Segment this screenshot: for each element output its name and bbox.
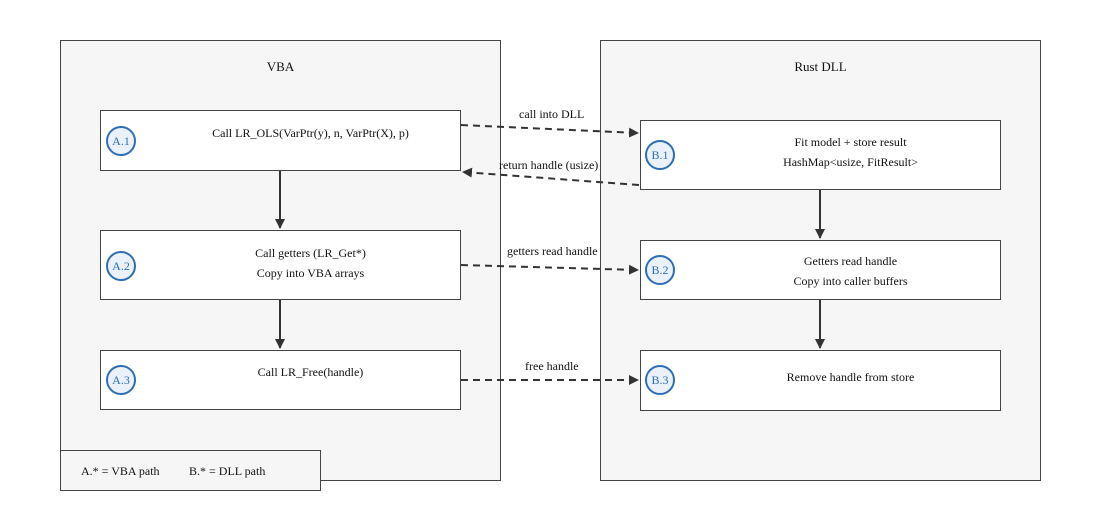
vba-lane-title: VBA — [266, 59, 295, 74]
node-b2-line1: Getters read handle — [803, 254, 898, 268]
node-a3-text: Call LR_Free(handle) — [257, 365, 364, 379]
badge-a2: A.2 — [106, 251, 136, 281]
legend-vba-path: A.* = VBA path — [81, 464, 160, 478]
node-b1-line1: Fit model + store result — [794, 135, 907, 149]
edge-label-free-handle: free handle — [525, 359, 579, 373]
node-a2: A.2 Call getters (LR_Get*) Copy into VBA… — [100, 230, 461, 300]
node-a1-text: Call LR_OLS(VarPtr(y), n, VarPtr(X), p) — [212, 126, 409, 140]
node-b3-text: Remove handle from store — [786, 370, 915, 384]
node-a2-line1: Call getters (LR_Get*) — [255, 246, 366, 260]
node-b2-line2: Copy into caller buffers — [793, 274, 908, 288]
node-b1-line2: HashMap<usize, FitResult> — [783, 155, 918, 169]
node-a1: A.1 Call LR_OLS(VarPtr(y), n, VarPtr(X),… — [100, 110, 461, 171]
node-b3: B.3 Remove handle from store — [640, 350, 1001, 411]
node-a2-line2: Copy into VBA arrays — [256, 266, 365, 280]
badge-b2: B.2 — [645, 255, 675, 285]
badge-a1: A.1 — [106, 126, 136, 156]
rust-dll-lane-title: Rust DLL — [794, 59, 847, 74]
node-b1: B.1 Fit model + store result HashMap<usi… — [640, 120, 1001, 190]
edge-label-return-handle: return handle (usize) — [499, 158, 599, 172]
badge-b3: B.3 — [645, 365, 675, 395]
node-b2: B.2 Getters read handle Copy into caller… — [640, 240, 1001, 300]
legend-dll-path: B.* = DLL path — [189, 464, 266, 478]
node-a3: A.3 Call LR_Free(handle) — [100, 350, 461, 410]
badge-b1: B.1 — [645, 140, 675, 170]
edge-label-call-into-dll: call into DLL — [519, 107, 585, 121]
legend: A.* = VBA path B.* = DLL path — [60, 450, 321, 491]
edge-label-getters-read-handle: getters read handle — [507, 244, 598, 258]
badge-a3: A.3 — [106, 365, 136, 395]
